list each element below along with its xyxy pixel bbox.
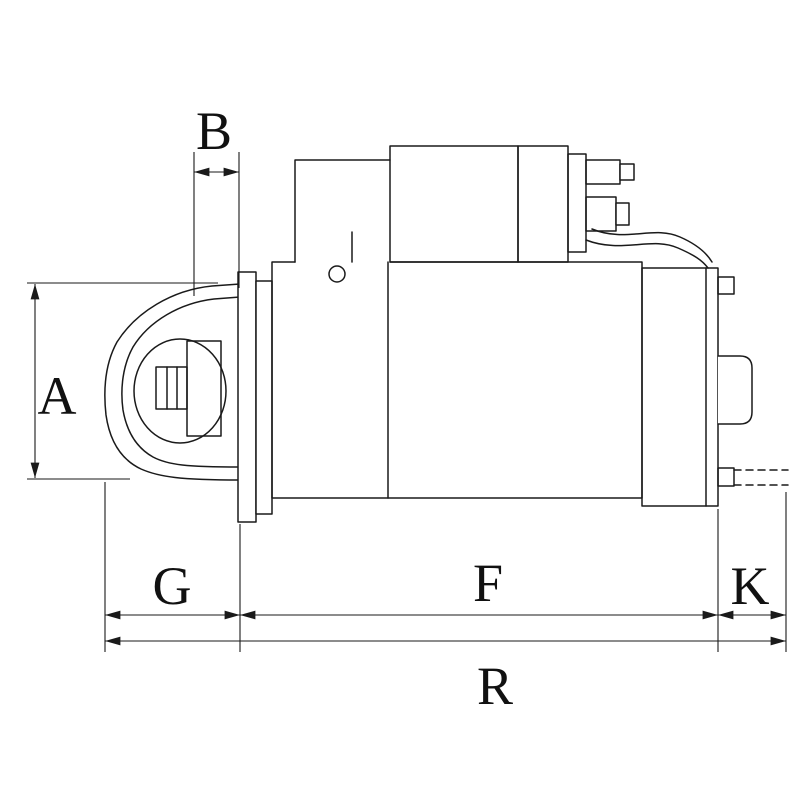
dimension-label-r: R	[477, 656, 513, 716]
dimension-label-a: A	[38, 366, 77, 426]
body-outline	[271, 261, 643, 499]
dimension-label-k: K	[731, 556, 770, 616]
dimension-label-f: F	[473, 553, 503, 613]
flange-plate-back	[255, 280, 273, 515]
body-hole	[328, 265, 346, 283]
flange-plate-front	[237, 271, 257, 523]
dimension-labels: B A G F K R	[38, 101, 770, 716]
dimension-a	[27, 282, 218, 480]
terminal-studs	[585, 159, 635, 232]
solenoid-end-plate	[567, 153, 587, 253]
nose-housing-inner	[121, 296, 241, 468]
solenoid-cap-section	[517, 145, 569, 263]
mounting-flange	[237, 271, 273, 523]
dimension-b	[193, 152, 240, 296]
strap-upper-edge	[591, 228, 713, 263]
strap-lower-edge	[585, 239, 709, 269]
pinion-gear	[186, 340, 222, 437]
terminal-strap	[585, 228, 713, 269]
pinion-shaft	[155, 366, 188, 410]
pinion-assembly	[155, 340, 222, 437]
end-cap-boss	[717, 355, 753, 425]
motor-body	[271, 159, 643, 499]
end-cap	[641, 267, 789, 507]
terminal-stud-upper-thread	[585, 159, 621, 185]
dimension-label-g: G	[153, 556, 192, 616]
terminal-stud-upper-nut	[619, 163, 635, 181]
dimension-label-b: B	[196, 101, 232, 161]
end-cap-stud-lower	[717, 467, 735, 487]
dimension-annotations	[27, 152, 787, 652]
terminal-stud-lower-nut	[615, 202, 630, 226]
motor-outline	[104, 145, 789, 523]
solenoid-body	[389, 145, 519, 263]
dimension-extension-lines	[104, 482, 787, 652]
nose-opening	[133, 338, 227, 444]
drive-housing-raised-section	[294, 159, 391, 263]
solenoid	[389, 145, 587, 263]
nose-housing-outer	[104, 283, 241, 481]
nose-housing	[104, 283, 241, 481]
terminal-stud-lower-thread	[585, 196, 617, 232]
end-cap-stud-upper	[717, 276, 735, 295]
